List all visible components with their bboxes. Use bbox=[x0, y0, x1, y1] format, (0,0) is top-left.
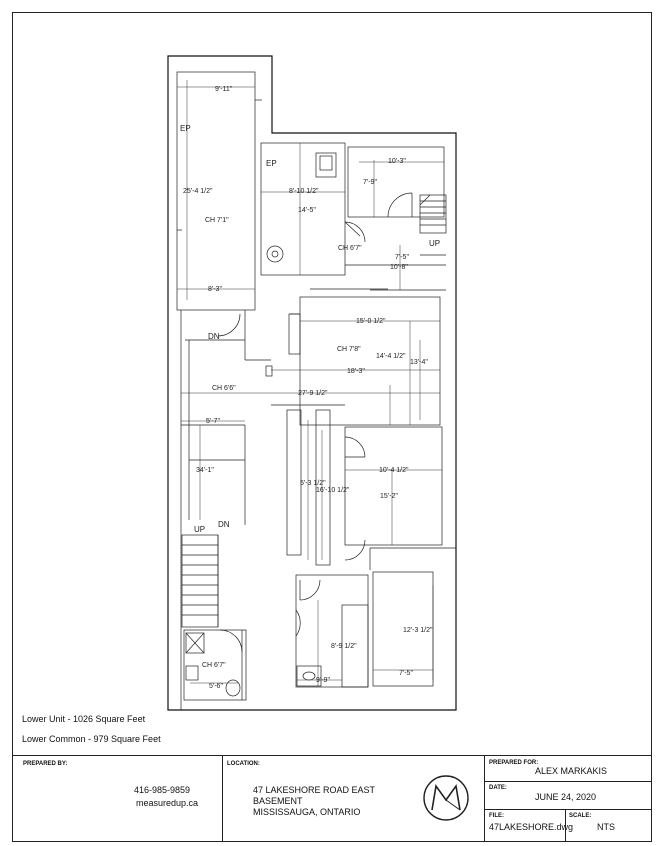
dim-wc-width: 5'-6" bbox=[209, 683, 223, 690]
room-left bbox=[176, 71, 256, 311]
location-cell: LOCATION: 47 LAKESHORE ROAD EAST BASEMEN… bbox=[222, 756, 484, 842]
label-dn-top: DN bbox=[208, 332, 220, 341]
ch-hall: CH 6'6" bbox=[212, 385, 236, 392]
exterior-wall bbox=[167, 55, 457, 711]
room-bathroom bbox=[295, 574, 369, 688]
prepared-for-caption: PREPARED FOR: bbox=[489, 760, 539, 766]
ch-bath: CH 6'7" bbox=[202, 662, 226, 669]
scale-caption: SCALE: bbox=[569, 813, 592, 819]
area-lower-unit: Lower Unit - 1026 Square Feet bbox=[22, 714, 146, 724]
room-bedroom-2 bbox=[344, 426, 443, 546]
date-caption: DATE: bbox=[489, 785, 507, 791]
ch-mech: CH 6'7" bbox=[338, 245, 362, 252]
dim-living-width: 15'-0 1/2" bbox=[356, 318, 386, 325]
title-block: PREPARED BY: 416-985-9859 measuredup.ca … bbox=[12, 755, 652, 842]
toilet bbox=[225, 679, 241, 697]
dim-hall-length: 34'-1" bbox=[196, 467, 214, 474]
logo-cell bbox=[408, 756, 484, 842]
room-bedroom-1 bbox=[347, 146, 445, 218]
stair-top bbox=[419, 194, 447, 234]
file-caption: FILE: bbox=[489, 813, 504, 819]
client-cell: PREPARED FOR: ALEX MARKAKIS DATE: JUNE 2… bbox=[484, 756, 652, 842]
ch-left-room: CH 7'1" bbox=[205, 217, 229, 224]
shower bbox=[185, 632, 205, 654]
dim-hall-span: 27'-9 1/2" bbox=[298, 390, 328, 397]
dim-mech-width: 8'-10 1/2" bbox=[289, 188, 319, 195]
area-lower-common: Lower Common - 979 Square Feet bbox=[22, 734, 161, 744]
stair-bottom bbox=[181, 534, 219, 628]
dim-closet-b: 16'-10 1/2" bbox=[316, 487, 350, 494]
dim-living-depth-a: 14'-4 1/2" bbox=[376, 353, 406, 360]
location-caption: LOCATION: bbox=[227, 761, 260, 767]
label-up-bottom: UP bbox=[194, 525, 205, 534]
dim-closet-a: 5'-3 1/2" bbox=[300, 480, 326, 487]
bathtub bbox=[341, 604, 369, 688]
closet-a bbox=[286, 409, 302, 556]
dim-br1-depth: 7'-9" bbox=[363, 179, 377, 186]
room-mechanical bbox=[260, 142, 346, 276]
file-name: 47LAKESHORE.dwg bbox=[489, 822, 574, 832]
date-value: JUNE 24, 2020 bbox=[535, 792, 597, 802]
dim-br2-depth: 15'-2" bbox=[380, 493, 398, 500]
water-heater bbox=[266, 245, 284, 263]
dim-br3-depth: 12'-3 1/2" bbox=[403, 627, 433, 634]
dim-top-width: 9'-11" bbox=[215, 86, 233, 93]
address-line-2: BASEMENT bbox=[253, 796, 303, 806]
label-ep-mech: EP bbox=[266, 159, 277, 168]
dim-stair-a: 7'-5" bbox=[395, 254, 409, 261]
dim-hall-width: 5'-7" bbox=[206, 418, 220, 425]
dim-br3-width: 7'-5" bbox=[399, 670, 413, 677]
label-ep-left: EP bbox=[180, 124, 191, 133]
address-line-1: 47 LAKESHORE ROAD EAST bbox=[253, 785, 376, 795]
label-up-top: UP bbox=[429, 239, 440, 248]
dim-living-span: 18'-3" bbox=[347, 368, 365, 375]
measuredup-logo bbox=[423, 775, 469, 821]
dim-br2-width: 10'-4 1/2" bbox=[379, 467, 409, 474]
ch-living: CH 7'8" bbox=[337, 346, 361, 353]
closet-b bbox=[315, 409, 331, 566]
website: measuredup.ca bbox=[136, 798, 199, 808]
drawing-sheet-border bbox=[12, 12, 652, 842]
dim-bath-depth: 8'-9 1/2" bbox=[331, 643, 357, 650]
address-line-3: MISSISSAUGA, ONTARIO bbox=[253, 807, 361, 817]
vanity bbox=[296, 665, 322, 687]
label-dn-bottom: DN bbox=[218, 520, 230, 529]
dim-living-depth-b: 13'-4" bbox=[410, 359, 428, 366]
dim-left-bottom: 8'-3" bbox=[208, 286, 222, 293]
dim-left-length: 25'-4 1/2" bbox=[183, 188, 213, 195]
scale-value: NTS bbox=[597, 822, 615, 832]
dim-mech-length: 14'-5" bbox=[298, 207, 316, 214]
dim-stair-b: 10'-8" bbox=[390, 264, 408, 271]
sink bbox=[185, 665, 199, 681]
room-living bbox=[299, 296, 441, 426]
phone-number: 416-985-9859 bbox=[134, 785, 191, 795]
client-name: ALEX MARKAKIS bbox=[535, 766, 608, 776]
dim-br1-width: 10'-3" bbox=[388, 158, 406, 165]
dim-bath-width: 9'-9" bbox=[316, 677, 330, 684]
prepared-by-caption: PREPARED BY: bbox=[23, 761, 68, 767]
furnace bbox=[315, 152, 337, 178]
room-washroom bbox=[183, 629, 247, 701]
